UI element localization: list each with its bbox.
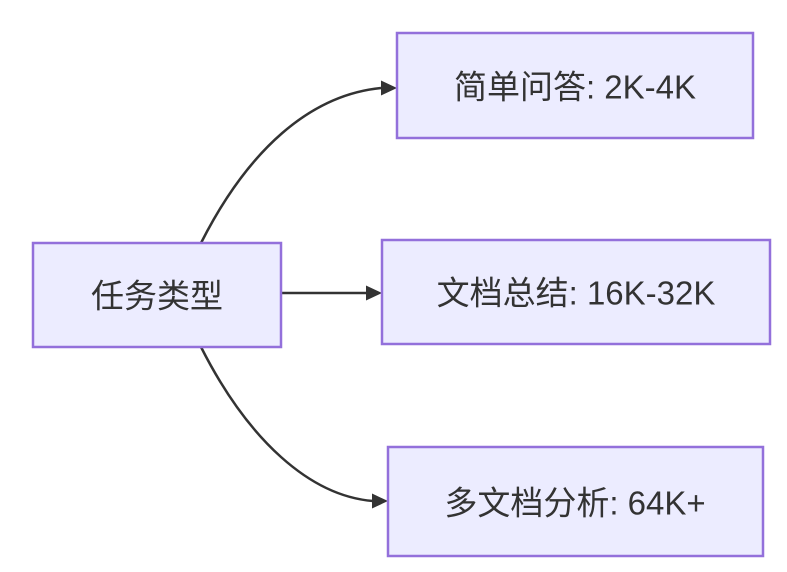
edge-line bbox=[199, 346, 374, 503]
arrowhead-icon bbox=[372, 493, 388, 509]
node-task-type-label: 任务类型 bbox=[91, 278, 223, 315]
node-simple-qa-box bbox=[395, 31, 755, 140]
node-task-type-box bbox=[31, 241, 283, 349]
edge-task-type-to-doc-summary bbox=[281, 285, 382, 301]
node-doc-summary-box bbox=[380, 238, 772, 346]
node-multi-doc-box bbox=[386, 445, 765, 558]
node-simple-qa-label: 简单问答: 2K-4K bbox=[454, 69, 696, 106]
edge-task-type-to-simple-qa bbox=[199, 80, 397, 244]
node-doc-summary: 文档总结: 16K-32K bbox=[380, 238, 772, 346]
node-multi-doc-label: 多文档分析: 64K+ bbox=[444, 485, 705, 522]
node-doc-summary-label: 文档总结: 16K-32K bbox=[437, 275, 716, 312]
node-simple-qa: 简单问答: 2K-4K bbox=[395, 31, 755, 140]
arrowhead-icon bbox=[381, 80, 397, 96]
edge-line bbox=[199, 86, 382, 244]
arrowhead-icon bbox=[366, 285, 382, 301]
node-task-type: 任务类型 bbox=[31, 241, 283, 349]
edge-task-type-to-multi-doc bbox=[199, 346, 388, 509]
node-multi-doc: 多文档分析: 64K+ bbox=[386, 445, 765, 558]
